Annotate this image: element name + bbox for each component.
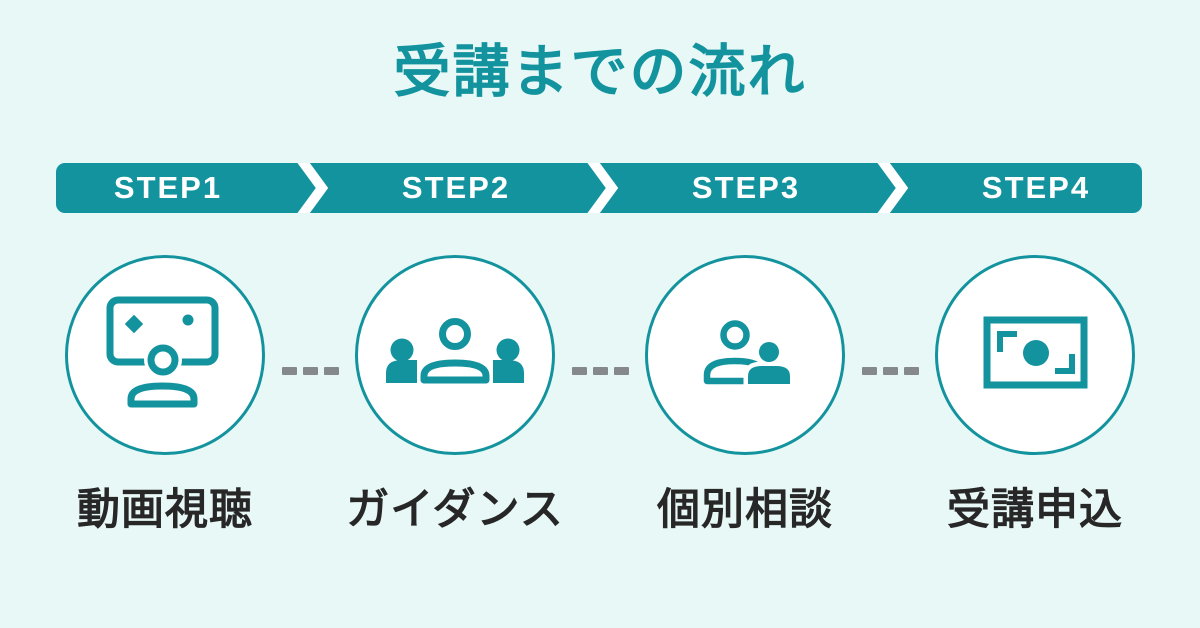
- step1-circle: [65, 255, 265, 455]
- step3-circle: [645, 255, 845, 455]
- page-title: 受講までの流れ: [393, 40, 807, 104]
- individual-consultation-icon: [703, 320, 795, 389]
- step3-banner-label: STEP3: [691, 170, 801, 205]
- connector-dashes-icon: [282, 367, 339, 375]
- payment-application-icon: [983, 316, 1088, 389]
- step4-circle: [935, 255, 1135, 455]
- step4-caption: 受講申込: [947, 486, 1123, 534]
- connector-dashes-icon: [572, 367, 629, 375]
- connector-dashes-icon: [862, 367, 919, 375]
- chevron-separator-icons: [297, 163, 909, 213]
- step2-circle: [355, 255, 555, 455]
- guidance-group-icon: [386, 318, 524, 384]
- step1-banner-label: STEP1: [113, 170, 223, 205]
- video-viewing-icon: [106, 296, 219, 408]
- step3-caption: 個別相談: [657, 486, 833, 534]
- step2-banner-label: STEP2: [401, 170, 511, 205]
- step2-caption: ガイダンス: [346, 486, 564, 534]
- steps-banner: STEP1 STEP2 STEP3 STEP4: [56, 163, 1142, 213]
- step4-banner-label: STEP4: [981, 170, 1091, 205]
- step1-caption: 動画視聴: [77, 486, 253, 534]
